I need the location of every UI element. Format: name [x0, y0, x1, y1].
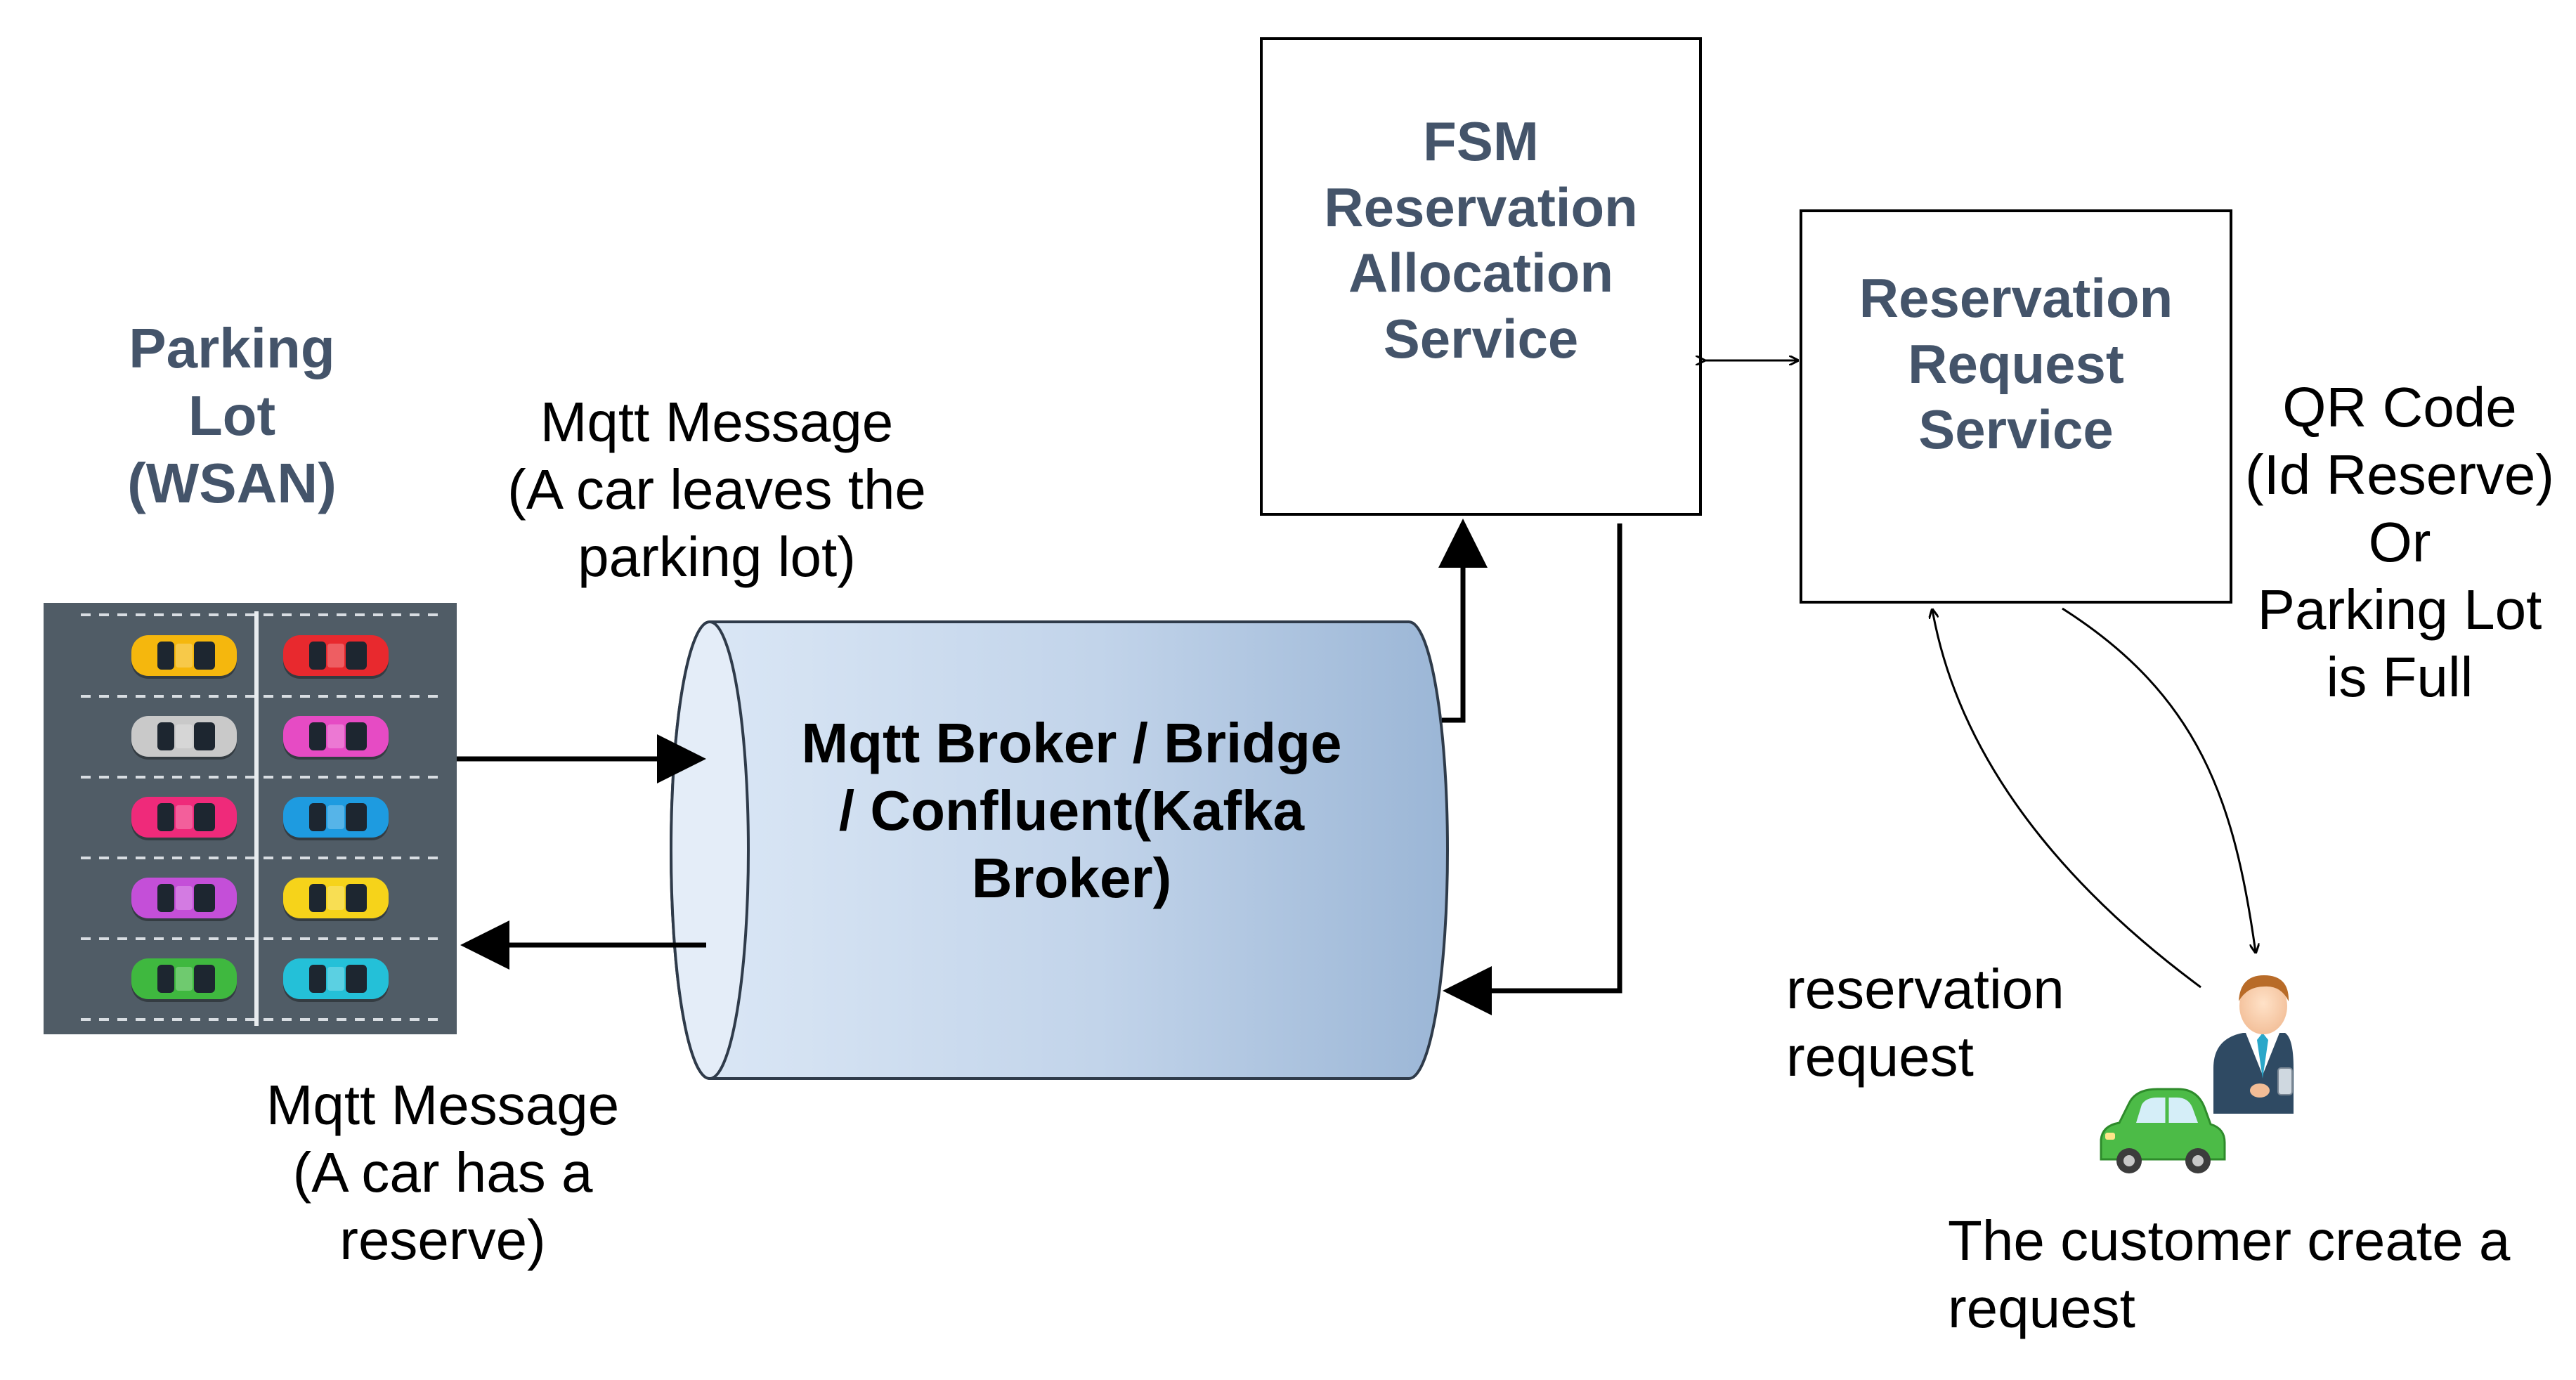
parked-car	[283, 878, 389, 921]
parked-car	[131, 797, 237, 840]
broker-label-line: Mqtt Broker / Bridge	[801, 712, 1342, 774]
reservation-request-label: reservation request	[1786, 956, 2081, 1091]
parked-car	[283, 635, 389, 679]
qr-response-label: QR Code (Id Reserve) Or Parking Lot is F…	[2227, 374, 2572, 711]
fsm-service-label-line: Reservation	[1324, 176, 1638, 238]
parked-car	[131, 878, 237, 921]
customer-label-line: The customer create a	[1948, 1209, 2511, 1272]
fsm-service-box	[1260, 37, 1702, 516]
broker-label-line: Broker)	[971, 847, 1172, 909]
parked-car	[131, 716, 237, 760]
qr-response-line: Or	[2368, 511, 2431, 573]
mqtt-message-reserve-line: Mqtt Message	[266, 1074, 620, 1136]
request-service-box	[1800, 209, 2232, 604]
mqtt-message-leave-label: Mqtt Message (A car leaves the parking l…	[457, 389, 977, 591]
fsm-service-label-line: Service	[1383, 307, 1579, 370]
parking-lot-title-line: (WSAN)	[127, 452, 337, 514]
mqtt-message-leave-line: Mqtt Message	[540, 391, 894, 453]
parked-car	[283, 958, 389, 1002]
arrow-customer-to-request	[1932, 610, 2201, 989]
qr-response-line: (Id Reserve)	[2244, 443, 2555, 506]
request-service-label-line: Request	[1908, 332, 2124, 395]
reservation-request-line: request	[1786, 1025, 1974, 1088]
request-service-label: Reservation Request Service	[1804, 266, 2227, 463]
qr-response-line: Parking Lot	[2257, 578, 2542, 641]
fsm-service-label-line: Allocation	[1348, 242, 1613, 304]
mqtt-message-reserve-label: Mqtt Message (A car has a reserve)	[232, 1072, 653, 1274]
qr-response-line: QR Code	[2282, 376, 2517, 438]
request-service-label-line: Service	[1918, 398, 2114, 461]
parked-car	[131, 635, 237, 679]
fsm-service-label-line: FSM	[1423, 110, 1539, 172]
broker-label: Mqtt Broker / Bridge / Confluent(Kafka B…	[738, 710, 1405, 912]
customer-icon	[2209, 975, 2297, 1117]
mqtt-message-leave-line: parking lot)	[578, 526, 856, 588]
arrow-fsm-to-broker	[1443, 523, 1622, 1015]
arrow-broker-to-fsm	[1438, 519, 1488, 723]
customer-label-line: request	[1948, 1277, 2135, 1339]
parking-lot-title-line: Parking	[129, 317, 335, 379]
parking-lot-title: Parking Lot (WSAN)	[84, 315, 379, 517]
parking-lot-icon	[44, 603, 457, 1034]
qr-response-line: is Full	[2326, 646, 2473, 708]
fsm-service-label: FSM Reservation Allocation Service	[1265, 109, 1697, 372]
parked-car	[283, 797, 389, 840]
parked-car	[131, 958, 237, 1002]
mqtt-message-reserve-line: reserve)	[339, 1209, 546, 1271]
mqtt-message-reserve-line: (A car has a	[292, 1141, 593, 1204]
arrow-request-to-customer	[2062, 607, 2256, 952]
broker-label-line: / Confluent(Kafka	[838, 779, 1305, 842]
parked-car	[283, 716, 389, 760]
car-icon	[2100, 1088, 2226, 1173]
request-service-label-line: Reservation	[1859, 267, 2173, 329]
reservation-request-line: reservation	[1786, 958, 2064, 1020]
mqtt-message-leave-line: (A car leaves the	[507, 458, 926, 521]
parking-lot-title-line: Lot	[188, 384, 276, 447]
customer-label: The customer create a request	[1948, 1207, 2566, 1342]
